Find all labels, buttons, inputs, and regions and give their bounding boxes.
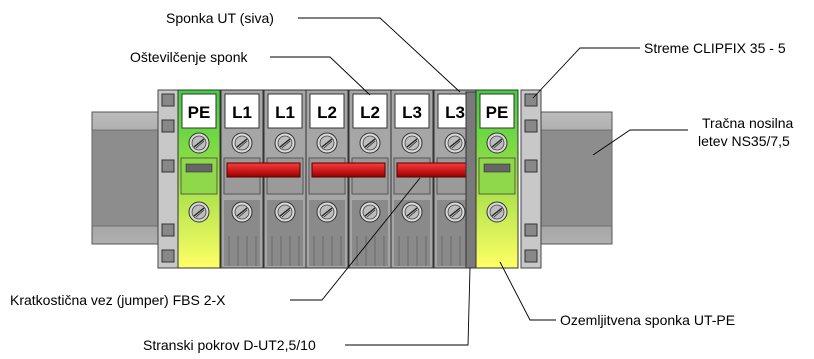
callout-tracna-1: Tračna nosilna bbox=[702, 115, 794, 131]
marker-plate-2 bbox=[224, 93, 260, 129]
leader-ostevilcenje bbox=[270, 56, 371, 96]
marker-plate-5 bbox=[352, 93, 388, 129]
screw-top-icon bbox=[486, 132, 508, 154]
leader-ozemljitvena bbox=[499, 261, 556, 321]
screw-bottom-icon bbox=[274, 201, 296, 223]
terminal-label-7: L3 bbox=[445, 103, 465, 122]
screw-top-icon bbox=[444, 132, 466, 154]
screw-top-icon bbox=[188, 132, 210, 154]
terminal-label-3: L1 bbox=[275, 103, 295, 122]
callout-kratkosticna: Kratkostična vez (jumper) FBS 2-X bbox=[10, 292, 226, 308]
leader-streme bbox=[532, 47, 640, 99]
terminal-label-5: L2 bbox=[360, 103, 380, 122]
terminal-label-1: PE bbox=[188, 103, 211, 122]
leader-sponka-ut bbox=[298, 17, 461, 93]
callout-streme: Streme CLIPFIX 35 - 5 bbox=[644, 40, 786, 56]
terminal-5: L2 bbox=[348, 89, 392, 269]
callout-ostevilcenje: Oštevilčenje sponk bbox=[130, 49, 248, 65]
terminal-6: L3 bbox=[390, 89, 434, 269]
screw-bottom-icon bbox=[486, 201, 508, 223]
terminal-label-2: L1 bbox=[232, 103, 252, 122]
marker-plate-1 bbox=[181, 93, 217, 129]
leader-lines bbox=[270, 17, 688, 346]
screw-bottom-icon bbox=[401, 201, 423, 223]
leader-tracna bbox=[592, 129, 688, 156]
callout-ozemljitvena: Ozemljitvena sponka UT-PE bbox=[560, 312, 736, 328]
terminal-3: L1 bbox=[263, 89, 307, 269]
end-clamp-right bbox=[520, 89, 542, 269]
din-rail bbox=[91, 111, 613, 245]
callout-stranski: Stranski pokrov D-UT2,5/10 bbox=[143, 337, 316, 353]
terminal-4: L2 bbox=[305, 89, 349, 269]
side-cover bbox=[465, 91, 477, 269]
leader-stranski bbox=[345, 267, 471, 346]
jumper-bar-2 bbox=[311, 162, 386, 178]
jumper-bar-1 bbox=[226, 162, 301, 178]
end-clamp-left bbox=[157, 89, 179, 269]
terminal-label-8: PE bbox=[486, 103, 509, 122]
leader-kratkosticna bbox=[290, 177, 421, 301]
terminal-2: L1 bbox=[220, 89, 264, 269]
marker-plate-4 bbox=[309, 93, 345, 129]
terminal-1: PE bbox=[177, 89, 221, 269]
marker-plate-8 bbox=[479, 93, 515, 129]
terminal-8: PE bbox=[475, 89, 519, 269]
marker-plate-6 bbox=[394, 93, 430, 129]
screw-top-icon bbox=[231, 132, 253, 154]
screw-top-icon bbox=[359, 132, 381, 154]
terminal-label-6: L3 bbox=[402, 103, 422, 122]
callout-sponka-ut: Sponka UT (siva) bbox=[166, 10, 274, 26]
jumper-bar-3 bbox=[396, 162, 471, 178]
terminal-label-4: L2 bbox=[317, 103, 337, 122]
screw-bottom-icon bbox=[316, 201, 338, 223]
callout-tracna-2: letev NS35/7,5 bbox=[698, 133, 790, 149]
screw-bottom-icon bbox=[444, 201, 466, 223]
screw-bottom-icon bbox=[188, 201, 210, 223]
screw-bottom-icon bbox=[359, 201, 381, 223]
screw-bottom-icon bbox=[231, 201, 253, 223]
screw-top-icon bbox=[274, 132, 296, 154]
marker-plate-3 bbox=[267, 93, 303, 129]
screw-top-icon bbox=[401, 132, 423, 154]
screw-top-icon bbox=[316, 132, 338, 154]
